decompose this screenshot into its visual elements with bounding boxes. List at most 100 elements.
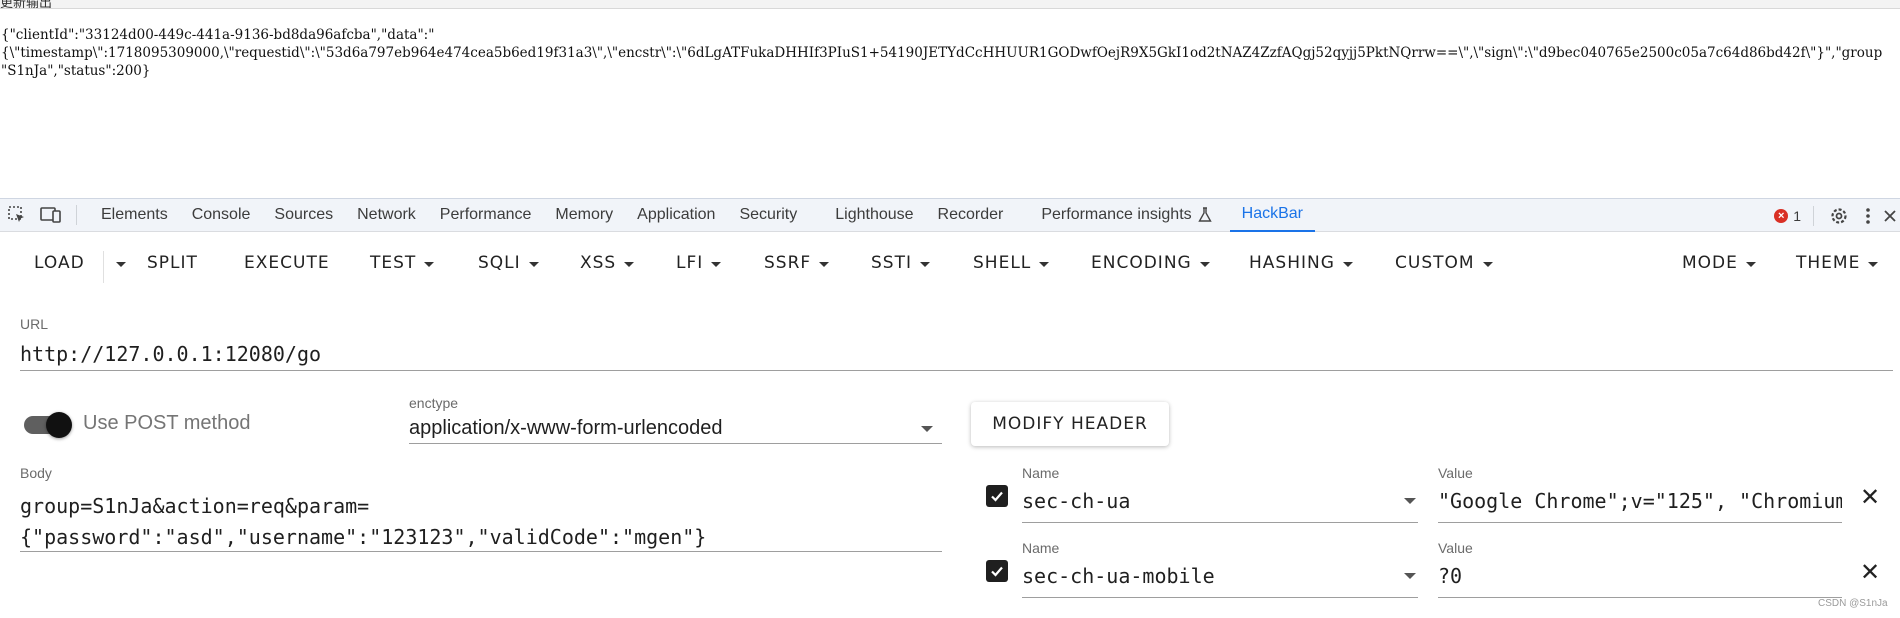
body-underline: [20, 551, 942, 552]
header-value-text: ?0: [1438, 564, 1463, 588]
tab-recorder[interactable]: Recorder: [937, 206, 1004, 223]
body-label: Body: [20, 465, 52, 481]
tab-lighthouse[interactable]: Lighthouse: [835, 206, 914, 223]
modify-header-button[interactable]: MODIFY HEADER: [971, 402, 1169, 446]
tab-performance-insights[interactable]: Performance insights: [1029, 198, 1223, 232]
lfi-menu[interactable]: LFI: [676, 240, 722, 286]
header-value-label: Value: [1438, 465, 1473, 481]
test-menu[interactable]: TEST: [370, 240, 435, 286]
tab-memory[interactable]: Memory: [555, 206, 614, 223]
ssrf-menu-label: SSRF: [764, 253, 812, 273]
close-devtools-icon[interactable]: [1880, 199, 1900, 233]
chevron-down-icon: [1868, 261, 1879, 267]
custom-menu[interactable]: CUSTOM: [1395, 240, 1493, 286]
enctype-underline: [409, 443, 942, 444]
load-button[interactable]: LOAD: [34, 253, 85, 273]
hashing-menu[interactable]: HASHING: [1249, 240, 1353, 286]
header-name-underline: [1022, 597, 1418, 598]
chevron-down-icon: [624, 261, 635, 267]
tab-hackbar[interactable]: HackBar: [1229, 198, 1316, 232]
remove-header-icon[interactable]: ✕: [1860, 484, 1881, 511]
checkmark-icon: [991, 491, 1003, 502]
divider: [103, 251, 104, 283]
header-name-label: Name: [1022, 465, 1060, 481]
header-name-label: Name: [1022, 540, 1060, 556]
divider: [1813, 206, 1814, 226]
url-underline: [20, 370, 1893, 371]
chevron-down-icon: [528, 261, 539, 267]
sqli-menu[interactable]: SQLI: [478, 240, 539, 286]
post-method-label: Use POST method: [83, 412, 251, 434]
chevron-down-icon: [1745, 261, 1756, 267]
chevron-down-icon: [711, 261, 722, 267]
hackbar-toolbar: LOAD SPLIT EXECUTE TEST SQLI XSS LFI SSR…: [0, 240, 1900, 286]
window-top-strip: 更新输出: [0, 0, 1900, 9]
tab-console[interactable]: Console: [191, 206, 251, 223]
header-value-label: Value: [1438, 540, 1473, 556]
tab-security[interactable]: Security: [739, 206, 798, 223]
response-line: {\"timestamp\":1718095309000,\"requestid…: [1, 45, 1883, 61]
body-textarea[interactable]: group=S1nJa&action=req&param= {"password"…: [20, 491, 706, 553]
encoding-menu-label: ENCODING: [1091, 253, 1192, 273]
ssti-menu[interactable]: SSTI: [871, 240, 930, 286]
hashing-menu-label: HASHING: [1249, 253, 1335, 273]
tab-elements[interactable]: Elements: [101, 206, 168, 223]
chevron-down-icon: [1482, 261, 1493, 267]
more-options-icon[interactable]: [1856, 199, 1880, 233]
encoding-menu[interactable]: ENCODING: [1091, 240, 1210, 286]
theme-menu[interactable]: THEME: [1796, 240, 1879, 286]
tab-network[interactable]: Network: [357, 206, 416, 223]
url-input[interactable]: http://127.0.0.1:12080/go: [20, 342, 322, 366]
header-row: Name sec-ch-ua Value "Google Chrome";v="…: [0, 462, 1900, 538]
header-name-underline: [1022, 522, 1418, 523]
sqli-menu-label: SQLI: [478, 253, 521, 273]
post-method-toggle[interactable]: [22, 411, 72, 438]
remove-header-icon[interactable]: ✕: [1860, 559, 1881, 586]
chevron-down-icon: [921, 426, 933, 432]
chevron-down-icon: [1342, 261, 1353, 267]
ssrf-menu[interactable]: SSRF: [764, 240, 830, 286]
header-value-input[interactable]: "Google Chrome";v="125", "Chromium";v="1…: [1438, 489, 1842, 513]
tab-sources[interactable]: Sources: [274, 206, 334, 223]
load-menu-button[interactable]: [108, 240, 126, 286]
tab-application[interactable]: Application: [637, 206, 716, 223]
body-line: {"password":"asd","username":"123123","v…: [20, 525, 707, 549]
test-menu-label: TEST: [370, 253, 417, 273]
split-button[interactable]: SPLIT: [147, 253, 198, 273]
tab-performance[interactable]: Performance: [439, 206, 532, 223]
header-value-text: "Google Chrome";v="125", "Chromium";v="1…: [1438, 489, 1842, 513]
chevron-down-icon: [424, 261, 435, 267]
custom-menu-label: CUSTOM: [1395, 253, 1475, 273]
tab-performance-insights-label: Performance insights: [1041, 206, 1192, 223]
header-value-underline: [1438, 522, 1842, 523]
header-name-select[interactable]: sec-ch-ua: [1022, 489, 1131, 513]
chevron-down-icon: [1404, 498, 1416, 504]
watermark: CSDN @S1nJa: [1818, 598, 1888, 609]
divider: [76, 205, 77, 225]
body-line: group=S1nJa&action=req&param=: [20, 494, 370, 518]
header-enabled-checkbox[interactable]: [986, 485, 1008, 507]
shell-menu-label: SHELL: [973, 253, 1032, 273]
ssti-menu-label: SSTI: [871, 253, 912, 273]
settings-gear-icon[interactable]: [1822, 199, 1856, 233]
inspect-element-icon[interactable]: [0, 198, 34, 232]
mode-menu[interactable]: MODE: [1682, 240, 1756, 286]
shell-menu[interactable]: SHELL: [973, 240, 1050, 286]
device-toolbar-icon[interactable]: [34, 198, 68, 232]
checkmark-icon: [991, 566, 1003, 577]
execute-button[interactable]: EXECUTE: [244, 253, 330, 273]
error-counter[interactable]: × 1: [1774, 208, 1801, 224]
header-enabled-checkbox[interactable]: [986, 560, 1008, 582]
toggle-knob: [46, 412, 72, 438]
xss-menu[interactable]: XSS: [580, 240, 635, 286]
header-value-input[interactable]: ?0: [1438, 564, 1842, 588]
response-body: {"clientId":"33124d00-449c-441a-9136-bd8…: [1, 26, 1900, 80]
chevron-down-icon: [116, 261, 126, 267]
header-name-select[interactable]: sec-ch-ua-mobile: [1022, 564, 1215, 588]
chevron-down-icon: [919, 261, 930, 267]
response-line: {"clientId":"33124d00-449c-441a-9136-bd8…: [1, 27, 435, 43]
error-count: 1: [1793, 208, 1801, 224]
response-line: "S1nJa","status":200}: [1, 63, 151, 79]
top-strip-text: 更新输出: [0, 0, 53, 9]
header-value-underline: [1438, 597, 1842, 598]
